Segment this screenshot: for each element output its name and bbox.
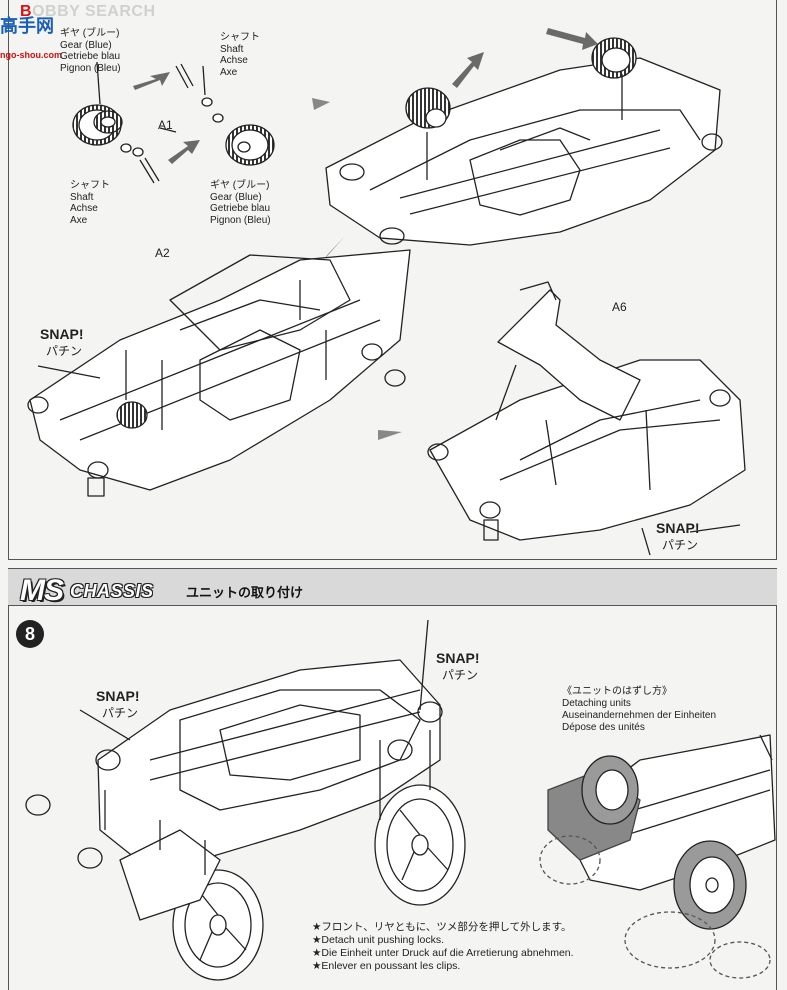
snap-bottom-left: SNAP! パチン bbox=[96, 688, 140, 720]
gear-left-label: ギヤ (ブルー) Gear (Blue) Getriebe blau Pigno… bbox=[60, 28, 121, 74]
part-a6-label: A6 bbox=[612, 300, 627, 314]
watermark-site: BOBBY SEARCH bbox=[20, 3, 156, 20]
shaft-bottom-label: シャフト Shaft Achse Axe bbox=[70, 180, 110, 226]
step-arrows bbox=[312, 98, 402, 440]
section-header: MS CHASSIS ユニットの取り付け bbox=[8, 568, 777, 607]
snap-bottom-center: SNAP! パチン bbox=[436, 650, 480, 682]
gear-right-label: ギヤ (ブルー) Gear (Blue) Getriebe blau Pigno… bbox=[210, 180, 271, 226]
shaft-top-icon bbox=[175, 63, 224, 123]
detach-wheel-lower-icon bbox=[673, 840, 747, 930]
bottom-frame bbox=[8, 568, 777, 990]
motor-unit-icon bbox=[104, 730, 431, 921]
watermark-url: ngo-shou.com bbox=[0, 50, 62, 60]
gear-installed-right-icon bbox=[591, 37, 637, 120]
wheel-rear-icon bbox=[374, 784, 466, 906]
detach-units-title: 《ユニットのはずし方》 Detaching units Auseinandern… bbox=[562, 686, 716, 733]
watermark: BOBBY SEARCH 高手网 ngo-shou.com bbox=[0, 0, 160, 64]
chassis-middle-right bbox=[427, 281, 746, 541]
watermark-cn: 高手网 bbox=[0, 16, 54, 36]
header-chassis-logo: CHASSIS bbox=[70, 581, 154, 601]
snap-top-left: SNAP! パチン bbox=[40, 326, 84, 358]
top-frame bbox=[8, 0, 777, 560]
snap-top-right: SNAP! パチン bbox=[656, 520, 700, 552]
insert-arrows bbox=[133, 28, 598, 164]
shaft-bottom-icon bbox=[120, 143, 160, 184]
detach-dashed-outline bbox=[539, 835, 771, 979]
shaft-top-label: シャフト Shaft Achse Axe bbox=[220, 32, 260, 78]
gear-right-icon bbox=[225, 124, 275, 166]
part-a1-label: A1 bbox=[158, 118, 173, 132]
detach-wheel-upper-icon bbox=[581, 755, 639, 825]
header-ms-logo: MS bbox=[20, 574, 64, 607]
chassis-top-right bbox=[325, 57, 723, 246]
detach-notes: ★フロント、リヤともに、ツメ部分を押して外します。 ★Detach unit p… bbox=[312, 921, 574, 972]
step-number-badge: 8 bbox=[16, 620, 44, 648]
header-title: ユニットの取り付け bbox=[186, 585, 304, 600]
gear-left-icon bbox=[72, 104, 123, 146]
gear-installed-left-icon bbox=[405, 87, 451, 180]
part-a2-label: A2 bbox=[155, 246, 170, 260]
chassis-middle-left bbox=[27, 249, 411, 497]
